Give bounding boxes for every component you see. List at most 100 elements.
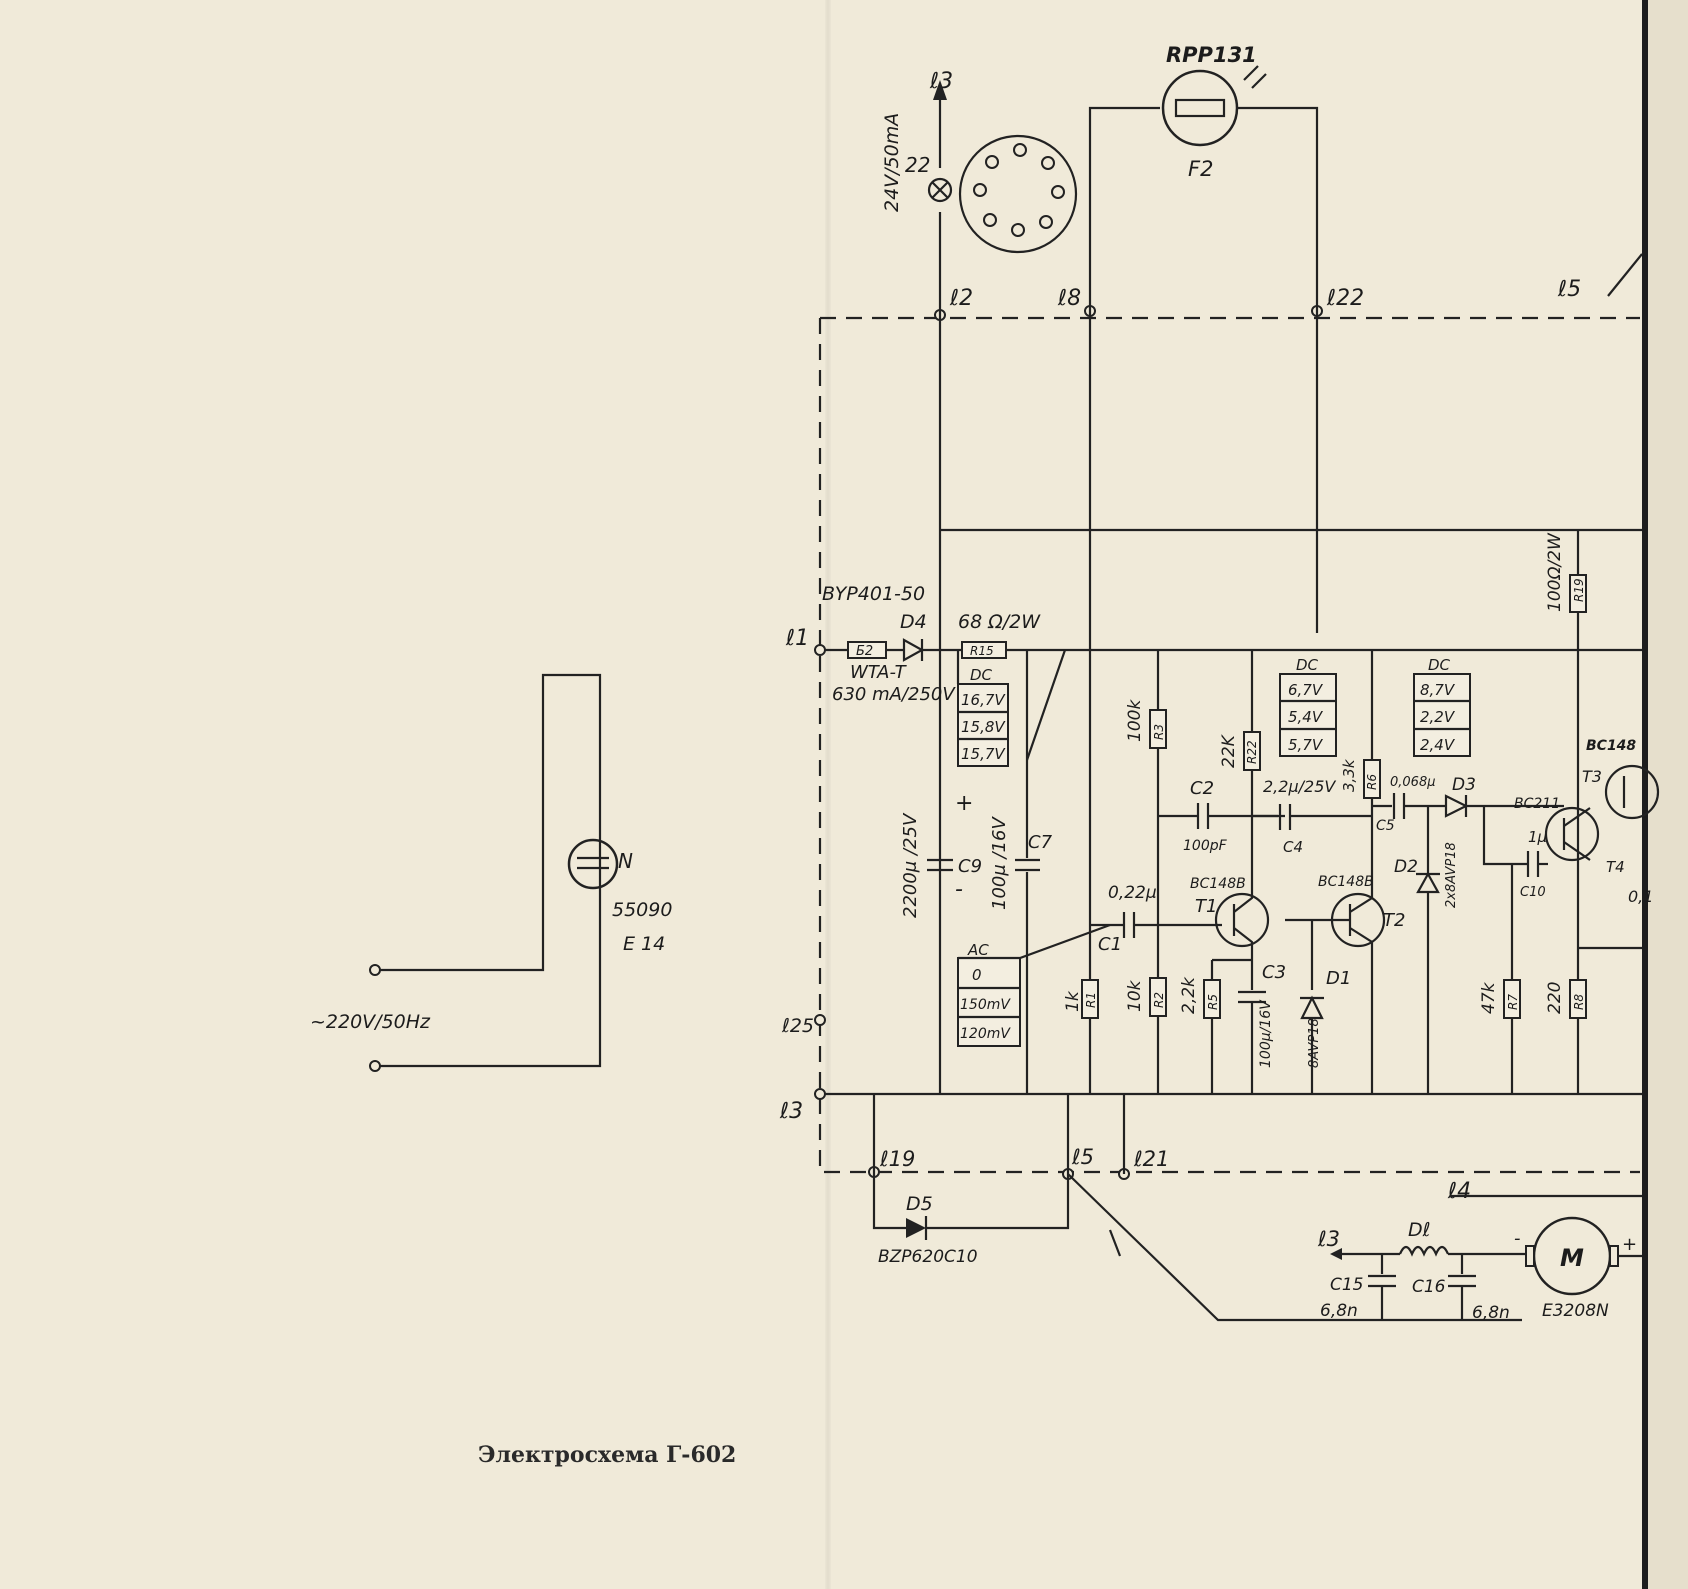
svg-text:DC: DC — [1428, 656, 1451, 674]
dc-table-3: DC 8,7V 2,2V 2,4V — [1413, 656, 1471, 757]
svg-text:C16: C16 — [1412, 1277, 1446, 1297]
capacitor-c2: C2 100pF — [1158, 778, 1285, 854]
svg-text:DC: DC — [1296, 656, 1319, 674]
arrow-up-icon — [933, 80, 947, 100]
arrow-left-icon — [1330, 1248, 1342, 1260]
svg-text:C1: C1 — [1098, 934, 1122, 955]
resistor-r19: R19 100Ω/2W — [1545, 532, 1587, 613]
transistor-t3: BC148 T3 — [1582, 738, 1660, 820]
svg-text:T3: T3 — [1582, 767, 1602, 786]
svg-text:R15: R15 — [970, 644, 994, 658]
svg-text:5,7V: 5,7V — [1288, 736, 1324, 754]
svg-text:1k: 1k — [1063, 990, 1083, 1012]
resistor-r22: R22 22K — [1219, 731, 1261, 771]
svg-text:0: 0 — [972, 966, 982, 984]
neon-lamp-type: 55090 — [612, 899, 672, 921]
svg-text:16,7V: 16,7V — [961, 691, 1006, 709]
svg-text:0,22μ: 0,22μ — [1108, 883, 1157, 903]
svg-text:22K: 22K — [1219, 733, 1239, 768]
zener-d5: D5 BZP620C10 — [872, 1094, 1070, 1267]
c9-value: 2200μ /25V — [900, 812, 921, 918]
diagram-caption: Электросхема Г-602 — [478, 1442, 736, 1468]
capacitor-c4: 2,2μ/25V C4 — [1252, 777, 1372, 856]
svg-text:C5: C5 — [1376, 818, 1395, 834]
svg-text:5,4V: 5,4V — [1288, 708, 1324, 726]
resistor-r2: R2 10k — [1125, 977, 1167, 1017]
svg-text:0,1: 0,1 — [1628, 887, 1653, 906]
diode-d3: D3 — [1428, 775, 1484, 818]
neon-lamp-label: N — [618, 849, 633, 873]
terminals: ℓ2 ℓ8 ℓ22 ℓ1 ℓ25 ℓ3 ℓ19 ℓ5 ℓ21 ℓ4 ℓ5 ℓ3 … — [779, 69, 1581, 1251]
svg-text:AC: AC — [967, 941, 989, 959]
svg-text:120mV: 120mV — [960, 1026, 1011, 1042]
transistor-t2: BC148B T2 — [1285, 650, 1405, 1094]
ac-table: AC 0 150mV 120mV — [957, 923, 1111, 1047]
capacitor-c9: + - C9 2200μ /25V — [900, 791, 982, 918]
svg-text:220: 220 — [1545, 982, 1565, 1014]
supply-line: Б2 R15 BYP401-50 D4 68 Ω/2W WTA-T 630 mA… — [822, 583, 1642, 705]
resistor-r1: R1 1k — [1063, 979, 1099, 1019]
terminal-l21: ℓ21 — [1133, 1147, 1169, 1171]
svg-text:BC148B: BC148B — [1190, 876, 1246, 892]
svg-text:15,8V: 15,8V — [961, 718, 1006, 736]
svg-text:R6: R6 — [1365, 774, 1379, 790]
svg-text:C9: C9 — [958, 856, 982, 877]
svg-text:D3: D3 — [1452, 775, 1476, 795]
svg-text:C2: C2 — [1190, 778, 1214, 799]
r19-value: 100Ω/2W — [1545, 532, 1565, 612]
indicator-lamp: 22 24V/50mA — [881, 80, 953, 315]
svg-text:150mV: 150mV — [960, 997, 1011, 1013]
svg-text:2x8AVP18: 2x8AVP18 — [1444, 842, 1459, 908]
terminal-l25: ℓ25 — [781, 1015, 814, 1037]
svg-text:100k: 100k — [1125, 699, 1145, 742]
r15-value: 68 Ω/2W — [958, 611, 1041, 633]
svg-text:+: + — [955, 791, 973, 816]
resistor-r7: R7 47k — [1479, 864, 1521, 1094]
svg-text:6,8n: 6,8n — [1472, 1303, 1510, 1323]
svg-text:R1: R1 — [1084, 992, 1098, 1008]
page-edge — [1642, 0, 1648, 1589]
wire-motor — [1067, 1173, 1522, 1322]
svg-text:0,068μ: 0,068μ — [1390, 775, 1436, 790]
svg-text:2,2V: 2,2V — [1420, 708, 1456, 726]
svg-text:6,7V: 6,7V — [1288, 681, 1324, 699]
svg-text:C15: C15 — [1330, 1275, 1364, 1295]
svg-text:2,4V: 2,4V — [1420, 736, 1456, 754]
capacitor-c5: 0,068μ C5 — [1372, 775, 1436, 834]
mains-voltage-label: ~220V/50Hz — [310, 1011, 431, 1033]
svg-text:T1: T1 — [1195, 896, 1217, 917]
svg-text:BZP620C10: BZP620C10 — [878, 1247, 978, 1267]
transistor-t1: BC148B T1 — [1190, 650, 1270, 960]
motor: M - + E3208N — [1514, 1216, 1642, 1321]
svg-text:T4: T4 — [1606, 858, 1625, 876]
neon-lamp-base: E 14 — [623, 933, 665, 955]
dc-table-2: DC 6,7V 5,4V 5,7V — [1279, 656, 1337, 757]
svg-text:10k: 10k — [1125, 979, 1145, 1012]
svg-text:100μ/16V: 100μ/16V — [1258, 999, 1274, 1068]
capacitor-c7: C7 100μ /16V — [989, 650, 1053, 1094]
resistor-r8: R8 220 — [1545, 946, 1642, 1019]
svg-text:2,2μ/25V: 2,2μ/25V — [1263, 777, 1336, 796]
resistor-r5: R5 2,2k — [1179, 960, 1221, 1094]
svg-text:Dℓ: Dℓ — [1408, 1219, 1430, 1241]
svg-text:D2: D2 — [1394, 857, 1418, 877]
svg-text:E3208N: E3208N — [1542, 1301, 1609, 1321]
diode-d4-ref: D4 — [900, 611, 927, 633]
svg-text:R3: R3 — [1152, 724, 1166, 740]
terminal-l3: ℓ3 — [779, 1099, 803, 1124]
transistor-t4: BC211 1μ C10 T4 0,1 — [1482, 796, 1653, 906]
svg-text:Б2: Б2 — [856, 644, 873, 659]
svg-text:R19: R19 — [1572, 578, 1586, 602]
svg-text:-: - — [1514, 1228, 1521, 1249]
terminal-l4: ℓ4 — [1447, 1179, 1471, 1204]
svg-text:D1: D1 — [1326, 968, 1351, 989]
photoresistor-ref: F2 — [1188, 157, 1213, 181]
photoresistor-type: RPP131 — [1166, 43, 1257, 67]
terminal-l3-motor: ℓ3 — [1317, 1227, 1340, 1251]
terminal-l1: ℓ1 — [785, 626, 809, 651]
next-page-margin — [1648, 0, 1688, 1589]
resistor-r6: R6 3,3k — [1340, 758, 1381, 799]
svg-text:47k: 47k — [1479, 981, 1499, 1014]
motor-filter: Dℓ C15 6,8n C16 6,8n — [1320, 1219, 1526, 1323]
